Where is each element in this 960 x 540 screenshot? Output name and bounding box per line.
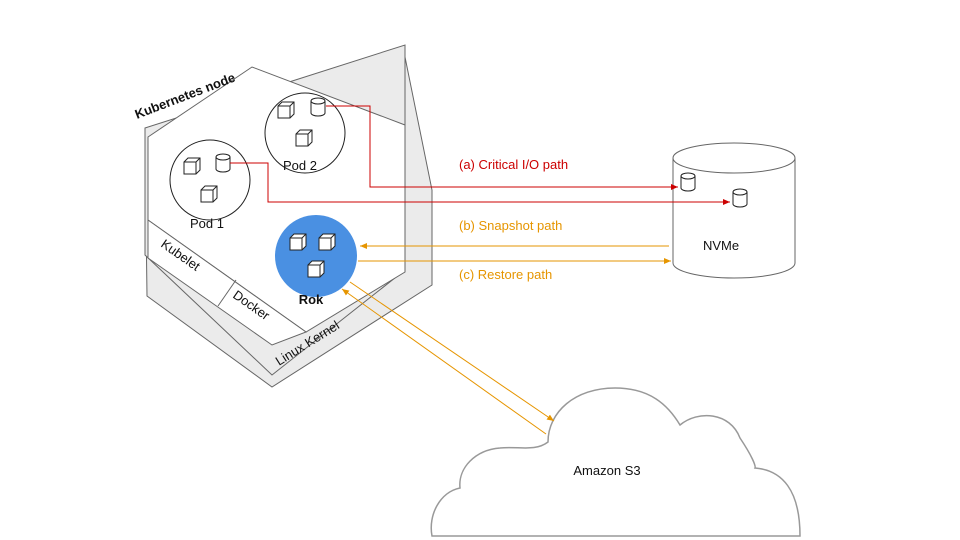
container-icon — [289, 233, 307, 251]
critical-path-pod2 — [326, 105, 678, 190]
s3-label: Amazon S3 — [573, 463, 640, 478]
container-icon — [307, 260, 325, 278]
container-icon — [200, 185, 218, 203]
s3-to-rok-arrow — [341, 288, 547, 435]
critical-io-paths — [230, 105, 730, 205]
pod2-label: Pod 2 — [283, 158, 317, 173]
amazon-s3-cloud: Amazon S3 — [430, 387, 801, 537]
container-icon — [295, 129, 313, 147]
volume-icon — [215, 153, 231, 173]
critical-path-pod1 — [230, 162, 730, 205]
nvme-label: NVMe — [703, 238, 739, 253]
container-icon — [277, 101, 295, 119]
pod-2: Pod 2 — [264, 92, 346, 174]
critical-path-label: (a) Critical I/O path — [459, 157, 568, 172]
container-icon — [183, 157, 201, 175]
kubelet-layer — [147, 219, 308, 346]
pod-1: Pod 1 — [169, 139, 251, 231]
layer-divider — [217, 279, 237, 307]
restore-path-label: (c) Restore path — [459, 267, 552, 282]
volume-icon — [732, 188, 748, 208]
nvme-storage: NVMe — [672, 142, 796, 279]
pod1-label: Pod 1 — [190, 216, 224, 231]
rok-label: Rok — [299, 292, 324, 307]
snapshot-path-label: (b) Snapshot path — [459, 218, 562, 233]
rok-to-s3-arrow — [349, 281, 555, 422]
volume-icon — [680, 172, 696, 192]
container-icon — [318, 233, 336, 251]
volume-icon — [310, 97, 326, 117]
rok-service: Rok — [275, 215, 357, 307]
